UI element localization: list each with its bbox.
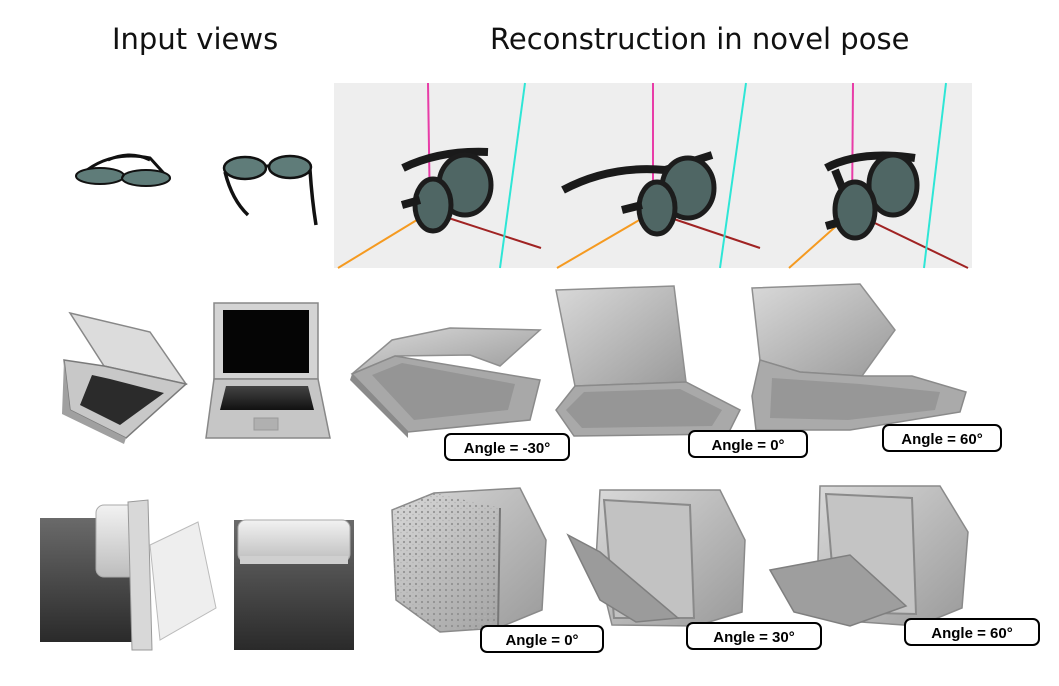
angle-label-box-3: Angle = 60° bbox=[904, 618, 1040, 646]
angle-label-laptop-1: Angle = -30° bbox=[444, 433, 570, 461]
laptop-input-view-2 bbox=[205, 302, 331, 439]
box-reconstruction-2 bbox=[566, 489, 746, 627]
glasses-input-view-2 bbox=[222, 154, 318, 226]
input-views-header: Input views bbox=[112, 22, 279, 56]
box-input-view-2 bbox=[234, 519, 354, 650]
angle-label-laptop-3: Angle = 60° bbox=[882, 424, 1002, 452]
box-reconstruction-3 bbox=[768, 485, 969, 627]
laptop-reconstruction-3 bbox=[751, 283, 967, 431]
box-reconstruction-1 bbox=[391, 487, 547, 633]
angle-label-laptop-2: Angle = 0° bbox=[688, 430, 808, 458]
reconstruction-header: Reconstruction in novel pose bbox=[490, 22, 910, 56]
glasses-reconstruction-2 bbox=[561, 151, 717, 237]
laptop-input-view-1 bbox=[62, 311, 188, 444]
box-input-view-1 bbox=[40, 499, 217, 651]
angle-label-box-1: Angle = 0° bbox=[480, 625, 604, 653]
laptop-reconstruction-2 bbox=[555, 285, 742, 437]
angle-label-box-2: Angle = 30° bbox=[686, 622, 822, 650]
glasses-reconstruction-3 bbox=[824, 151, 920, 241]
glasses-reconstruction-1 bbox=[400, 147, 494, 234]
laptop-reconstruction-1 bbox=[350, 327, 542, 438]
glasses-input-view-1 bbox=[75, 153, 172, 187]
